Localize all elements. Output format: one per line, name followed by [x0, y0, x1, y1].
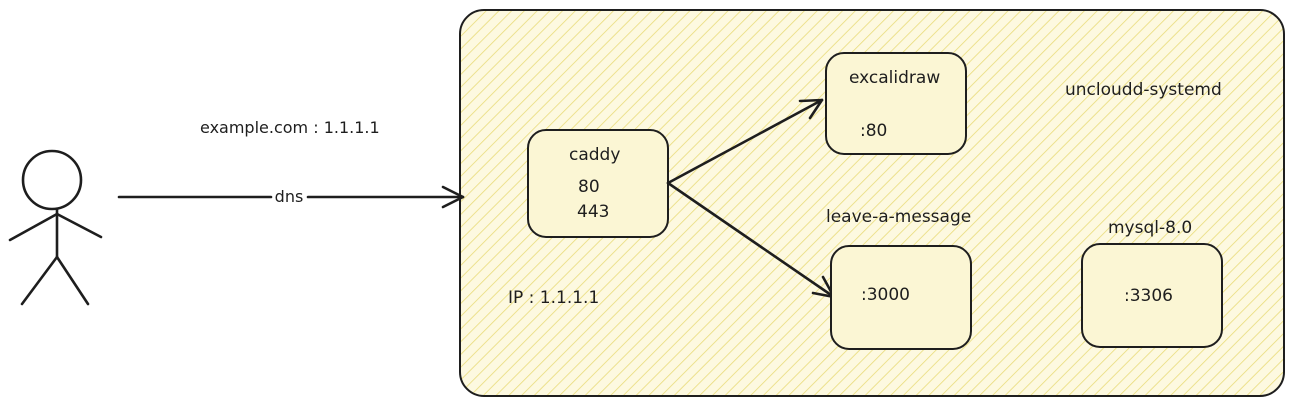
server-name: uncloudd-systemd [1065, 80, 1222, 100]
mysql-box[interactable] [1081, 243, 1223, 348]
mysql-port: :3306 [1124, 286, 1173, 306]
mysql-name: mysql-8.0 [1108, 218, 1192, 238]
excalidraw-port: :80 [860, 121, 887, 141]
caddy-to-excalidraw-arrow [666, 98, 824, 185]
server-container[interactable] [459, 9, 1285, 397]
leave-a-message-port: :3000 [861, 285, 910, 305]
leave-a-message-box[interactable] [830, 245, 972, 350]
caddy-port-80: 80 [578, 177, 600, 197]
domain-label: example.com : 1.1.1.1 [200, 118, 380, 137]
excalidraw-box[interactable] [825, 52, 967, 155]
server-ip-label: IP : 1.1.1.1 [508, 288, 599, 308]
leave-a-message-name: leave-a-message [826, 207, 971, 227]
user-icon [8, 149, 103, 306]
caddy-port-443: 443 [577, 202, 609, 222]
excalidraw-name: excalidraw [849, 68, 940, 88]
dns-label: dns [275, 187, 304, 206]
dns-arrow [117, 185, 465, 209]
caddy-name: caddy [569, 145, 620, 165]
